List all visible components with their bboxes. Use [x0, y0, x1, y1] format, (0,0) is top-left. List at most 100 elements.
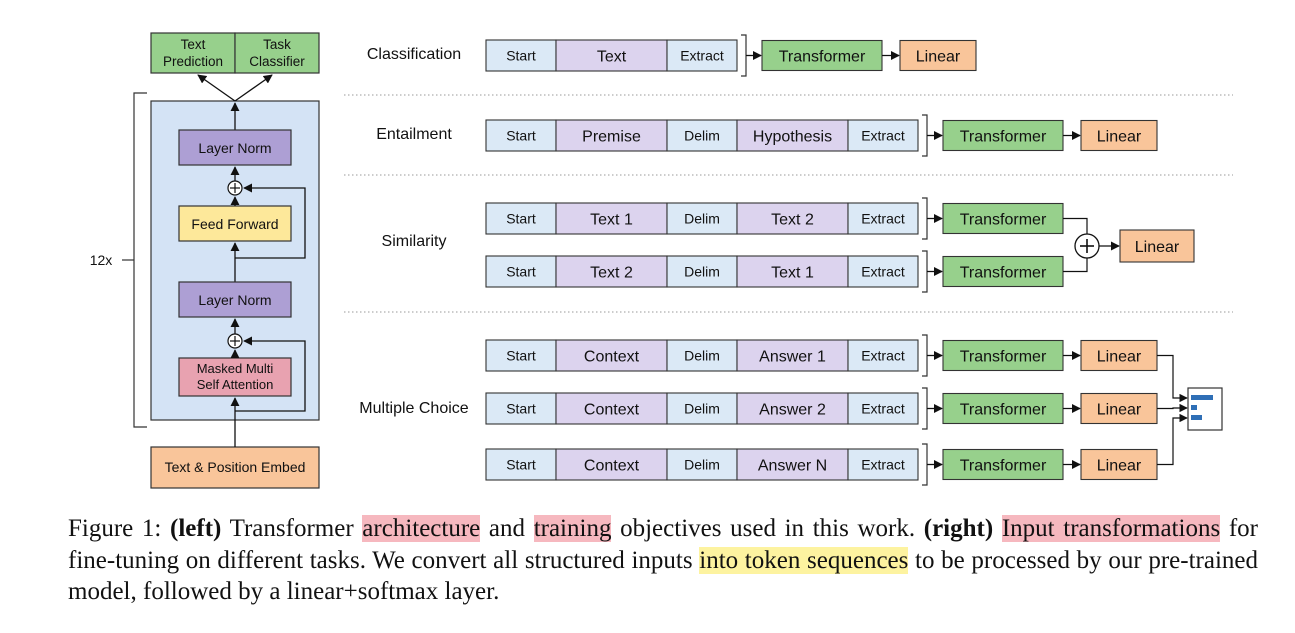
token-answer-n — [736, 448, 849, 481]
transformer-label: Transformer — [960, 457, 1047, 474]
arrow-to-softmax — [1157, 403, 1188, 413]
linear-label: Linear — [1097, 128, 1142, 145]
embed-label: Text & Position Embed — [165, 459, 306, 475]
caption-text: and — [480, 515, 534, 542]
token-start-label: Start — [506, 128, 536, 144]
task-classifier-head — [234, 32, 320, 74]
sequence-bracket — [922, 197, 928, 240]
token-start — [485, 39, 557, 72]
repeat-bracket — [133, 92, 147, 428]
transformer — [942, 392, 1064, 425]
sequence-bracket — [922, 334, 928, 377]
token-text — [555, 39, 668, 72]
caption-right-bold: (right) — [923, 515, 994, 542]
token-start — [485, 255, 557, 288]
token-start-label: Start — [506, 401, 536, 417]
token-delim — [666, 255, 738, 288]
softmax-bar — [1191, 405, 1197, 410]
similarity-linear-label: Linear — [1135, 239, 1180, 256]
caption-prefix: Figure 1: — [68, 515, 171, 542]
linear-label: Linear — [1097, 401, 1142, 418]
token-extract-label: Extract — [861, 457, 905, 473]
token-extract-label: Extract — [861, 128, 905, 144]
token-extract-label: Extract — [861, 401, 905, 417]
token-text-1-label: Text 1 — [771, 264, 814, 281]
transformer-label: Transformer — [779, 48, 866, 65]
caption-left-bold: (left) — [170, 515, 222, 542]
transformer — [761, 39, 883, 72]
transformer — [942, 202, 1064, 235]
token-context — [555, 392, 668, 425]
repeat-label: 12x — [90, 252, 113, 268]
token-delim-label: Delim — [684, 401, 720, 417]
linear — [899, 39, 977, 72]
token-extract — [847, 392, 919, 425]
token-extract-label: Extract — [861, 264, 905, 280]
similarity-linear — [1119, 229, 1195, 263]
linear — [1080, 448, 1158, 481]
token-start-label: Start — [506, 211, 536, 227]
task-label: Multiple Choice — [359, 400, 468, 417]
arrow-to-task-classifier — [234, 74, 273, 102]
task-label: Similarity — [382, 233, 447, 250]
transformer — [942, 339, 1064, 372]
token-start — [485, 392, 557, 425]
transformer-label: Transformer — [960, 128, 1047, 145]
token-answer-2 — [736, 392, 849, 425]
token-delim — [666, 119, 738, 152]
softmax-bar — [1191, 395, 1213, 400]
token-extract-label: Extract — [680, 48, 724, 64]
feed-forward — [178, 205, 292, 242]
layer-norm-top-label: Layer Norm — [198, 140, 271, 156]
token-delim-label: Delim — [684, 211, 720, 227]
token-premise-label: Premise — [582, 128, 641, 145]
caption-text — [993, 515, 1002, 542]
caption-highlight: Input transformations — [1001, 515, 1221, 542]
caption-text: objectives used in this work. — [611, 515, 924, 542]
token-text-2-label: Text 2 — [771, 211, 814, 228]
text-position-embed — [150, 446, 320, 489]
sequence-bracket — [922, 387, 928, 430]
arrow-to-softmax — [1157, 413, 1188, 466]
caption-highlight: into token sequences — [699, 546, 909, 574]
token-extract — [847, 255, 919, 288]
token-start — [485, 202, 557, 235]
transformer-label: Transformer — [960, 401, 1047, 418]
token-context-label: Context — [584, 401, 640, 418]
token-start-label: Start — [506, 264, 536, 280]
token-hypothesis-label: Hypothesis — [753, 128, 832, 145]
token-delim-label: Delim — [684, 348, 720, 364]
transformer — [942, 255, 1064, 288]
residual-attn — [235, 336, 306, 412]
task-label: Classification — [367, 46, 461, 63]
arrow-to-softmax — [1157, 354, 1188, 403]
transformer — [942, 119, 1064, 152]
token-start-label: Start — [506, 348, 536, 364]
token-delim-label: Delim — [684, 264, 720, 280]
merge-line-bottom — [1063, 256, 1088, 273]
softmax-bar — [1191, 415, 1202, 420]
sequence-bracket — [922, 250, 928, 293]
caption-text: to be processed by our pre-trained model… — [68, 546, 1258, 606]
caption-highlight: architecture — [362, 515, 481, 542]
sequence-bracket — [922, 443, 928, 486]
token-delim-label: Delim — [684, 457, 720, 473]
token-delim-label: Delim — [684, 128, 720, 144]
linear — [1080, 339, 1158, 372]
arrow-to-text-prediction — [197, 74, 236, 102]
token-text-2-label: Text 2 — [590, 264, 633, 281]
token-context-label: Context — [584, 348, 640, 365]
linear — [1080, 392, 1158, 425]
linear-label: Linear — [916, 48, 961, 65]
layer-norm-bottom — [178, 281, 292, 318]
token-context-label: Context — [584, 457, 640, 474]
token-extract — [847, 339, 919, 372]
caption-highlight: training — [533, 515, 612, 542]
token-extract — [666, 39, 738, 72]
sequence-bracket — [922, 114, 928, 157]
